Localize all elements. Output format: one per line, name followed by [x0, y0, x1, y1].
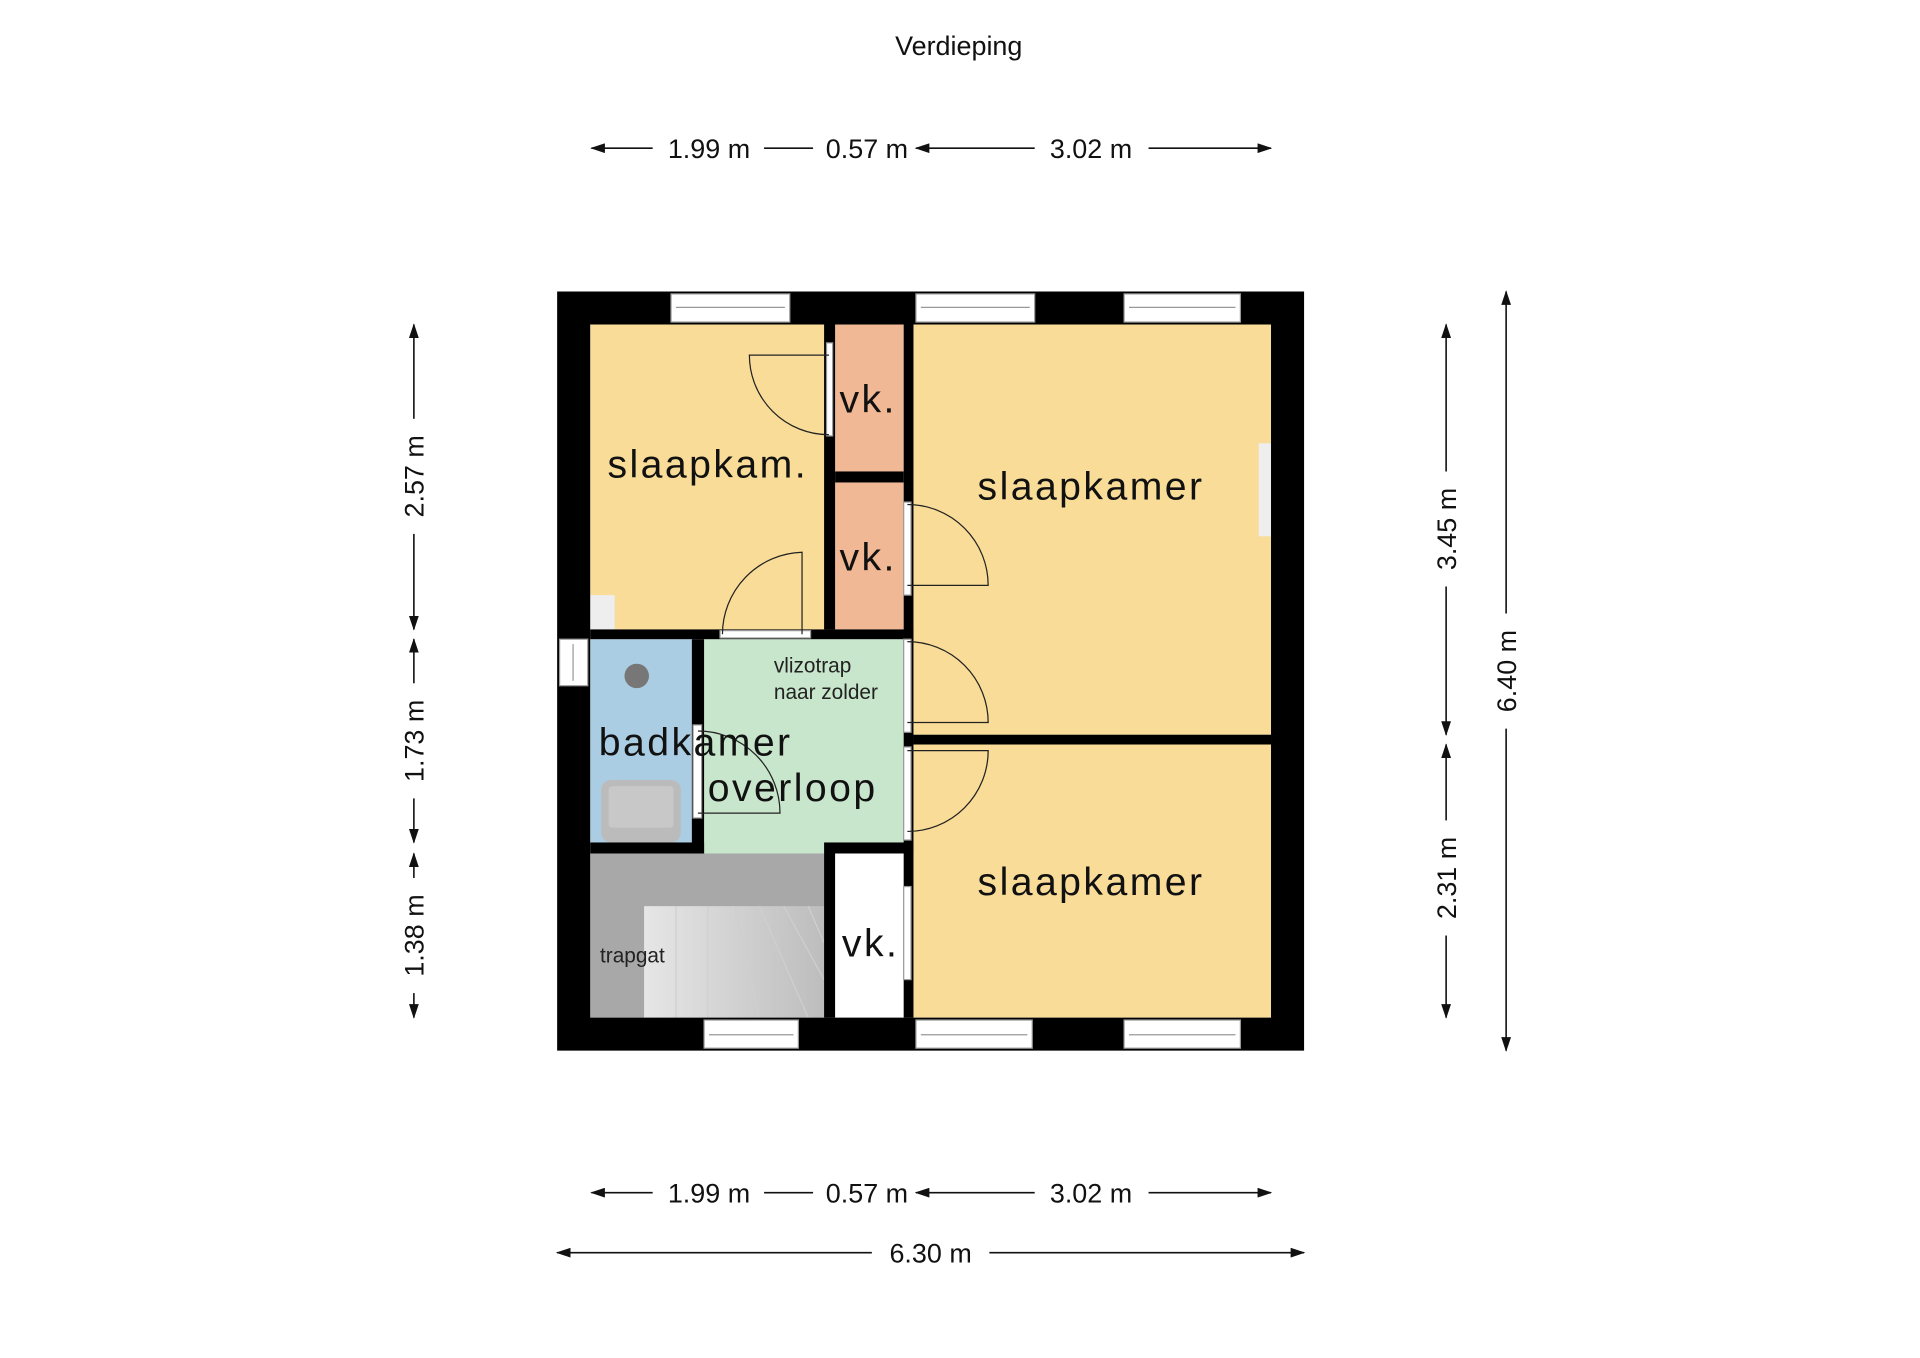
dim-bottom-3: 3.02 m [1050, 1178, 1132, 1208]
label-bedroom-small: slaapkam. [607, 444, 808, 487]
dim-left-2: 1.73 m [400, 700, 430, 782]
label-landing: overloop [708, 767, 878, 810]
dimension-top: 1.99 m 0.57 m 3.02 m [590, 134, 1273, 164]
label-bathroom: badkamer [599, 722, 793, 765]
label-attic-ladder-1: vlizotrap [774, 654, 851, 677]
room-bedroom-large [913, 324, 1272, 735]
radiator [1258, 443, 1272, 537]
dim-left-3: 1.38 m [400, 894, 430, 976]
dim-bottom-1: 1.99 m [668, 1178, 750, 1208]
room-bedroom-small [590, 324, 825, 630]
label-attic-ladder-2: naar zolder [774, 681, 878, 704]
shower-drain-icon [624, 663, 649, 689]
room-closet-2 [835, 482, 904, 630]
dim-right-2: 2.31 m [1432, 837, 1462, 919]
rooms [590, 324, 1272, 1018]
room-landing [704, 639, 904, 907]
label-closet-3: vk. [842, 922, 899, 965]
label-stairwell: trapgat [600, 944, 665, 967]
dim-top-1: 1.99 m [668, 134, 750, 164]
dimension-right: 3.45 m 2.31 m 6.40 m [1432, 290, 1522, 1052]
label-closet-1: vk. [839, 379, 896, 422]
dim-total-height: 6.40 m [1492, 630, 1522, 712]
dim-left-1: 2.57 m [400, 435, 430, 517]
dim-top-2: 0.57 m [826, 134, 908, 164]
sink-basin [608, 786, 674, 828]
floor-title: Verdieping [895, 31, 1022, 61]
label-bedroom-bottom: slaapkamer [978, 861, 1205, 904]
doors [692, 342, 989, 981]
dimension-left: 2.57 m 1.73 m 1.38 m [400, 323, 430, 1019]
cabinet [590, 595, 615, 630]
room-bedroom-bottom [913, 744, 1272, 1018]
label-closet-2: vk. [839, 537, 896, 580]
stairs [644, 906, 825, 1018]
windows [558, 293, 1242, 1049]
dim-total-width: 6.30 m [889, 1238, 971, 1268]
dim-right-1: 3.45 m [1432, 488, 1462, 570]
stair-steps [675, 905, 825, 1018]
room-closet-1 [835, 324, 904, 472]
dim-top-3: 3.02 m [1050, 134, 1132, 164]
label-bedroom-large: slaapkamer [978, 466, 1205, 509]
dimension-bottom: 1.99 m 0.57 m 3.02 m 6.30 m [555, 1178, 1306, 1268]
dim-bottom-2: 0.57 m [826, 1178, 908, 1208]
